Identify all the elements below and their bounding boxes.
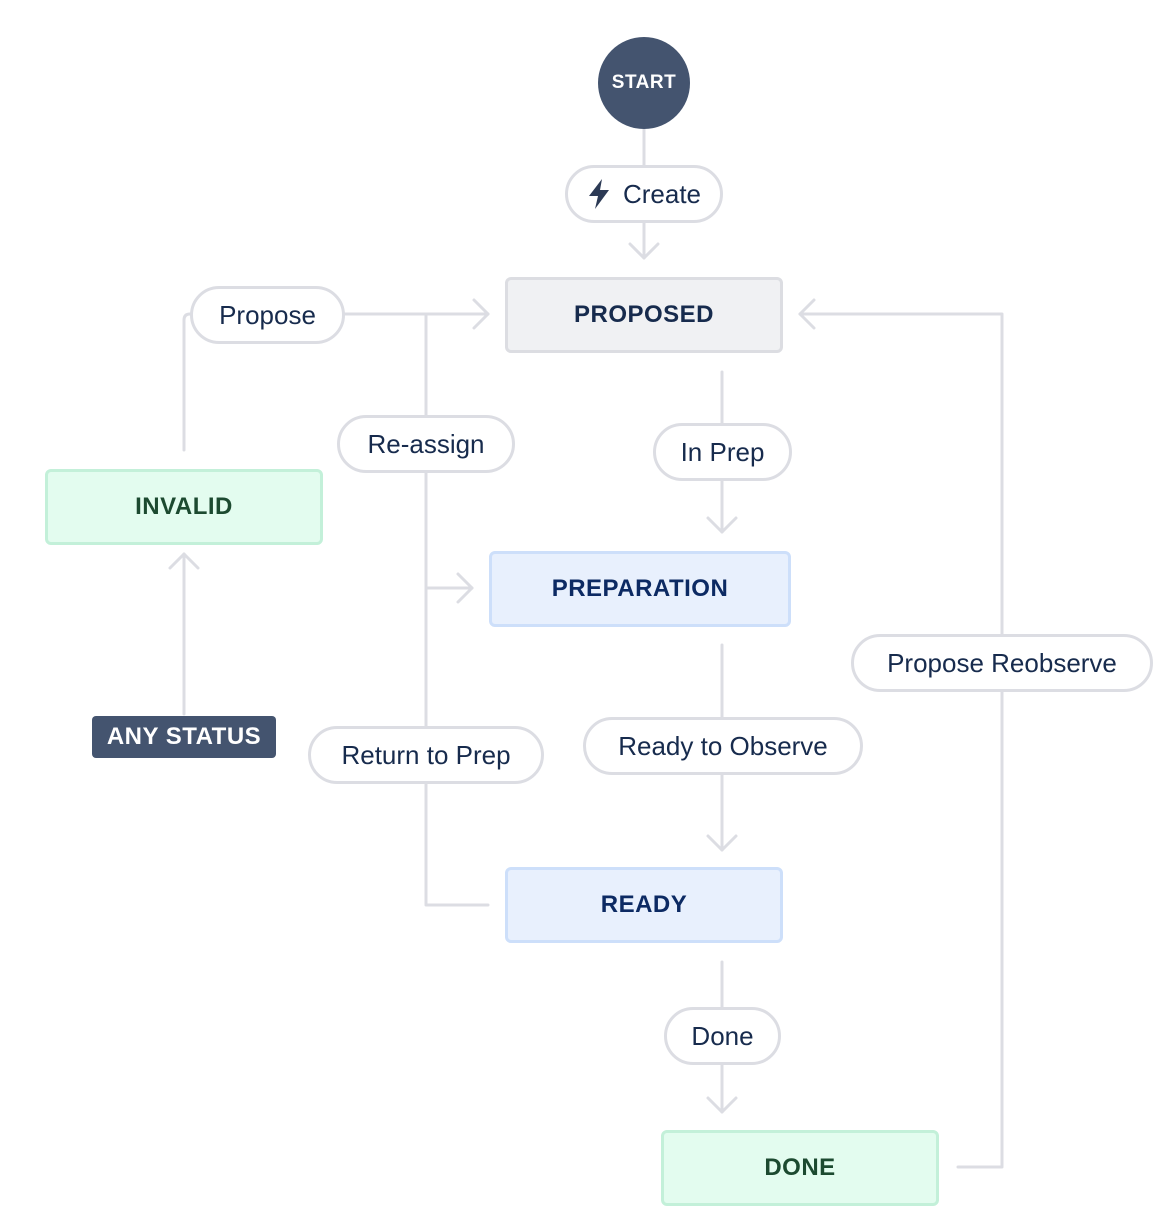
transition-return-to-prep[interactable]: Return to Prep [308, 726, 544, 784]
transition-in-prep[interactable]: In Prep [653, 423, 792, 481]
arrowhead-into-preparation-left [456, 572, 474, 604]
connector-reobserve-proposed [798, 312, 1004, 637]
status-proposed[interactable]: PROPOSED [505, 277, 783, 353]
start-node[interactable]: START [598, 37, 690, 129]
transition-create[interactable]: Create [565, 165, 723, 223]
arrowhead-into-done-top [706, 1096, 738, 1114]
connector-done-reobserve [956, 688, 1004, 1169]
connector-ready-return [424, 782, 490, 907]
any-status-badge[interactable]: ANY STATUS [92, 716, 276, 758]
arrowhead-into-proposed-top [628, 242, 660, 260]
arrowhead-into-preparation-top [706, 516, 738, 534]
connector-invalid-propose [182, 312, 192, 452]
arrowhead-into-invalid-bottom [168, 552, 200, 570]
arrowhead-into-ready-top [706, 834, 738, 852]
arrowhead-into-proposed-right [798, 298, 816, 330]
transition-done[interactable]: Done [664, 1007, 781, 1065]
status-invalid[interactable]: INVALID [45, 469, 323, 545]
transition-reassign[interactable]: Re-assign [337, 415, 515, 473]
transition-propose-reobserve[interactable]: Propose Reobserve [851, 634, 1153, 692]
status-done[interactable]: DONE [661, 1130, 939, 1206]
arrowhead-into-proposed-left [472, 298, 490, 330]
transition-ready-to-observe[interactable]: Ready to Observe [583, 717, 863, 775]
transition-create-label: Create [622, 178, 702, 209]
status-ready[interactable]: READY [505, 867, 783, 943]
lightning-bolt-icon [588, 179, 609, 209]
status-preparation[interactable]: PREPARATION [489, 551, 791, 627]
transition-propose[interactable]: Propose [190, 286, 345, 344]
